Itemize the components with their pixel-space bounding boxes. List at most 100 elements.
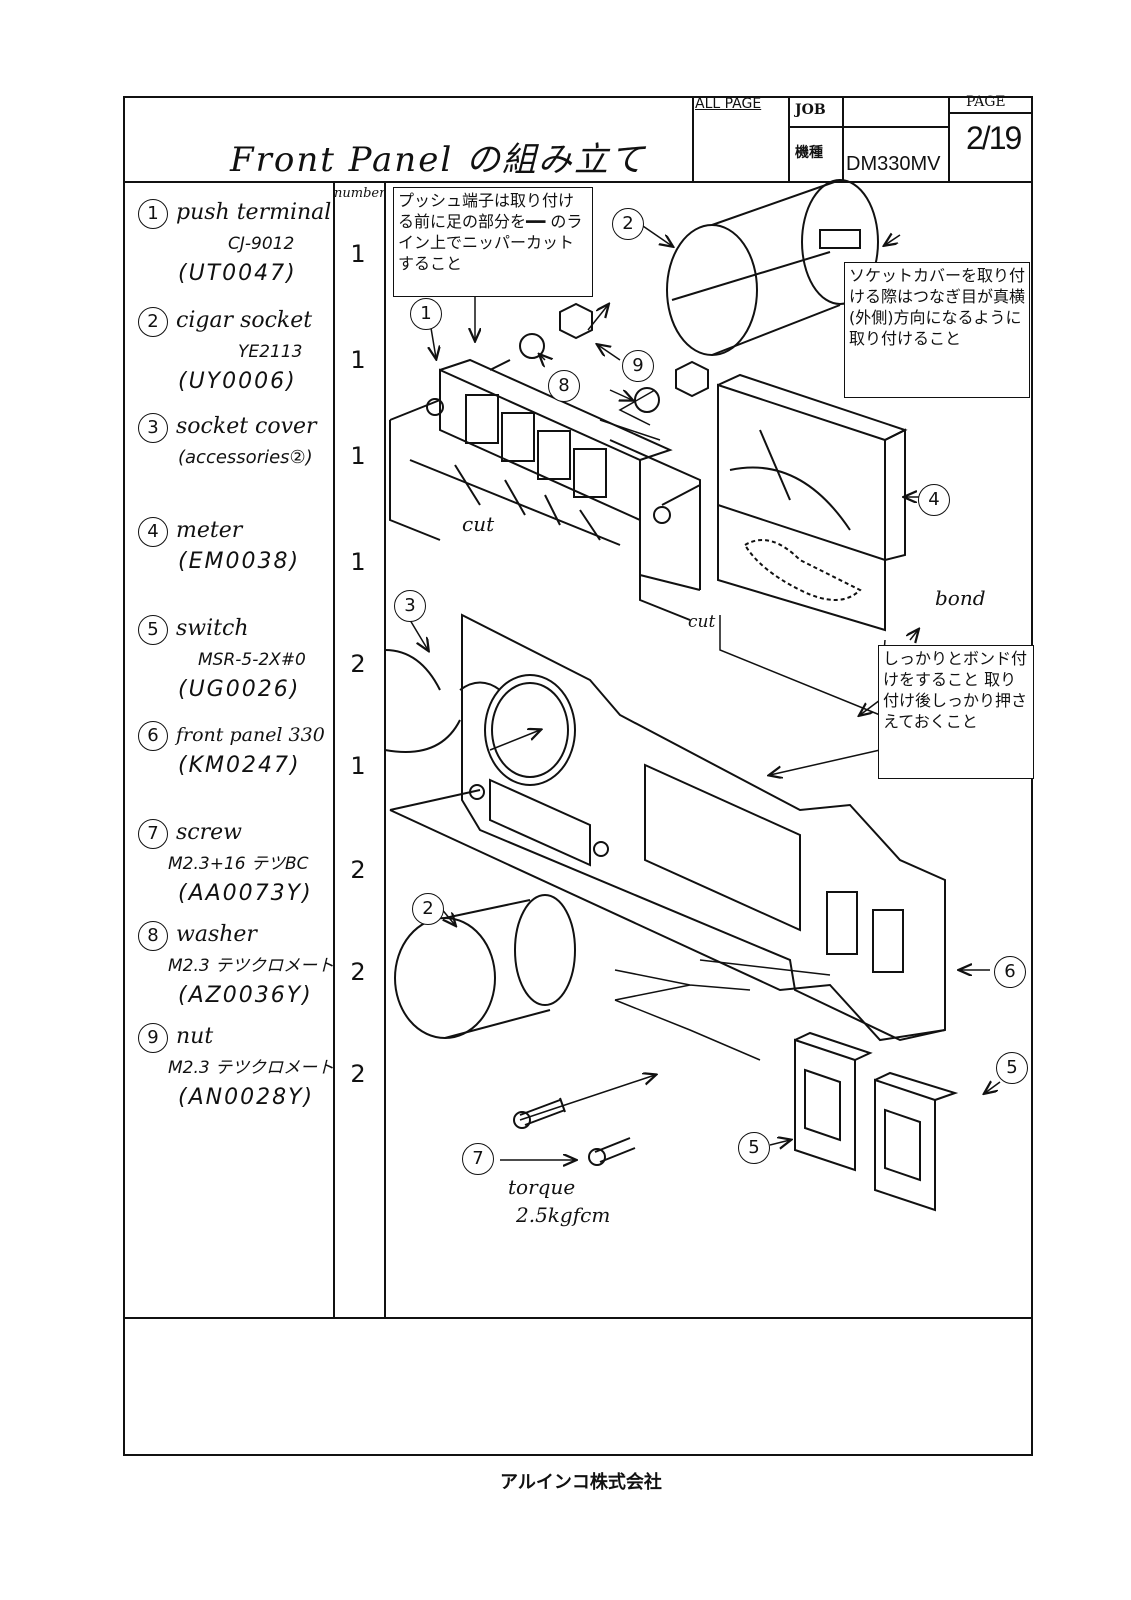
- push-terminal-key: [501, 412, 535, 462]
- title-block-bottom-line: [123, 181, 1033, 183]
- screw-part: [519, 1097, 566, 1126]
- leader-arrow: [540, 355, 545, 360]
- leader-arrow: [910, 630, 918, 640]
- switch-body: [874, 1078, 936, 1212]
- leader-arrow: [860, 699, 881, 715]
- part-spec: M2.3 テツクロメート: [168, 1058, 335, 1078]
- part-code: (AN0028Y): [178, 1085, 315, 1110]
- leader-arrow: [769, 1140, 790, 1145]
- leader-arrow: [885, 235, 901, 245]
- part-qty: 1: [350, 240, 366, 268]
- push-terminal-note: プッシュ端子は取り付ける前に足の部分を━━ のライン上でニッパーカットすること: [393, 187, 593, 297]
- model-label: 機種: [795, 145, 823, 161]
- callout-3: 3: [394, 590, 426, 622]
- page-label: PAGE: [966, 94, 1006, 110]
- part-name: socket cover: [176, 414, 317, 439]
- part-qty: 2: [350, 650, 366, 678]
- model-value: DM330MV: [846, 153, 941, 175]
- leader-arrow: [985, 1082, 1001, 1093]
- cigar-socket-top-end: [801, 179, 879, 305]
- push-terminal-bracket-right: [609, 439, 701, 590]
- push-terminal-screw-hole: [426, 398, 444, 416]
- part-qty: 1: [350, 548, 366, 576]
- part-number: 7: [138, 819, 168, 849]
- part-number: 6: [138, 721, 168, 751]
- callout-2: 2: [412, 893, 444, 925]
- part-code: (AZ0036Y): [178, 983, 313, 1008]
- callout-5: 5: [996, 1052, 1028, 1084]
- washer-part: [519, 333, 545, 359]
- push-terminal-legs: [454, 464, 601, 541]
- callout-8: 8: [548, 370, 580, 402]
- socket-cover-link: [459, 681, 501, 691]
- cigar-socket-top-body: [711, 179, 841, 356]
- leader-arrow: [409, 619, 428, 650]
- meter-needle: [759, 429, 791, 501]
- front-panel-base: [389, 789, 946, 1042]
- part-qty: 1: [350, 752, 366, 780]
- bond-area: [743, 539, 862, 601]
- title-block-divider: [692, 96, 694, 182]
- leader-arrow: [489, 730, 540, 751]
- cut-label: cut: [688, 612, 716, 632]
- part-number: 3: [138, 413, 168, 443]
- part-qty: 2: [350, 958, 366, 986]
- part-name: cigar socket: [176, 308, 313, 333]
- part-name: switch: [176, 616, 249, 641]
- callout-6: 6: [994, 956, 1026, 988]
- part-number: 8: [138, 921, 168, 951]
- callout-5: 5: [738, 1132, 770, 1164]
- bond-label: bond: [935, 586, 986, 610]
- guide-line: [719, 615, 886, 716]
- switch-body: [794, 1038, 856, 1172]
- part-number: 9: [138, 1023, 168, 1053]
- part-spec: M2.3 テツクロメート: [168, 956, 335, 976]
- panel-terminal-slot: [489, 778, 591, 867]
- callout-9: 9: [622, 350, 654, 382]
- panel-socket-hole-inner: [491, 682, 569, 778]
- cigar-socket-seam: [671, 251, 831, 301]
- part-spec: CJ-9012: [228, 234, 295, 254]
- push-terminal-key: [465, 394, 499, 444]
- callout-2: 2: [612, 208, 644, 240]
- all-page-label: ALL PAGE: [695, 96, 762, 112]
- cut-line-2: [639, 574, 701, 591]
- push-terminal-key: [573, 448, 607, 498]
- switch-body-top: [794, 1031, 873, 1061]
- leader-arrow: [770, 749, 881, 775]
- switch-rocker: [804, 1068, 841, 1142]
- part-qty: 2: [350, 1060, 366, 1088]
- part-qty: 1: [350, 442, 366, 470]
- part-spec: MSR-5-2X#0: [198, 650, 306, 670]
- page-title: Front Panel の組み立て: [230, 140, 647, 180]
- cigar-socket-top-rim: [666, 224, 758, 356]
- push-terminal-key: [537, 430, 571, 480]
- cigar-socket-slot: [819, 229, 861, 249]
- guide-line: [599, 389, 661, 441]
- meter-body: [717, 505, 886, 632]
- panel-socket-hole: [484, 674, 576, 786]
- switch-body-top: [874, 1071, 959, 1101]
- socket-cover-note: ソケットカバーを取り付ける際はつなぎ目が真横(外側)方向になるように取り付けるこ…: [844, 262, 1030, 398]
- standoff: [489, 359, 701, 506]
- title-block-divider: [948, 96, 950, 182]
- socket-cover-ring: [384, 649, 461, 753]
- part-code: (EM0038): [178, 549, 301, 574]
- leader-arrow: [587, 305, 608, 331]
- push-terminal-bracket: [389, 399, 691, 621]
- part-code: (KM0247): [178, 753, 301, 778]
- cut-line-1: [409, 459, 621, 546]
- meter-face: [717, 383, 886, 562]
- guide-line: [614, 999, 761, 1061]
- part-name: meter: [176, 518, 243, 543]
- front-panel-outline: [461, 613, 946, 1042]
- part-code: (AA0073Y): [178, 881, 313, 906]
